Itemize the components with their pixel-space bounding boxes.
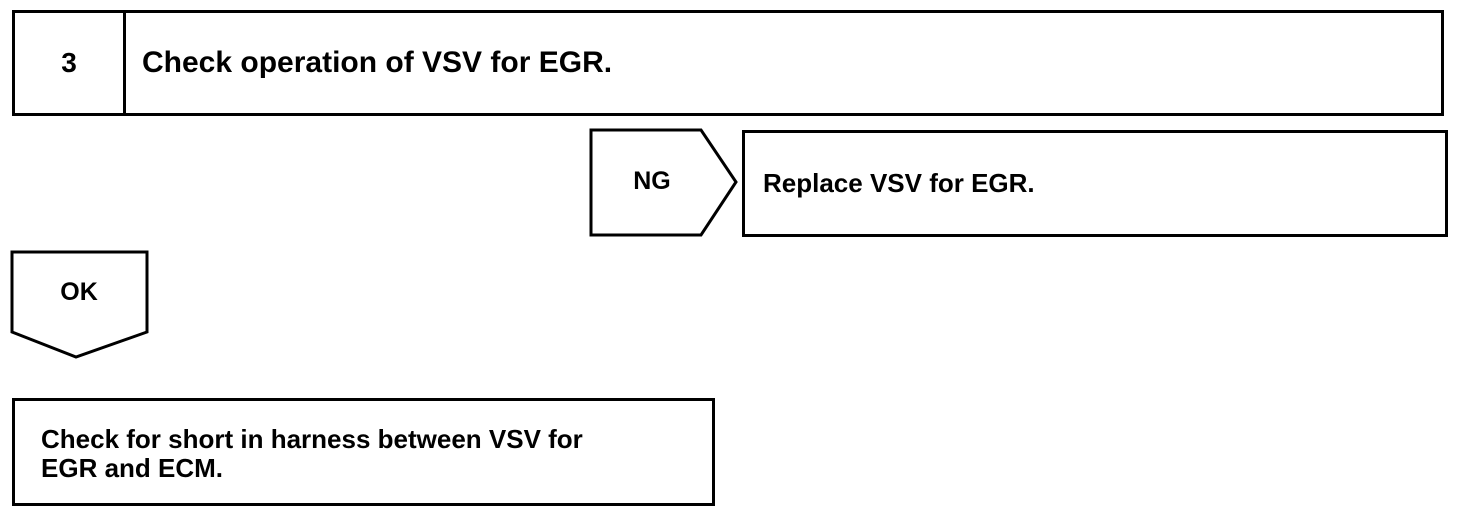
ok-arrow-tag (10, 250, 149, 359)
step-box: 3 Check operation of VSV for EGR. (12, 10, 1444, 116)
step-title: Check operation of VSV for EGR. (142, 46, 613, 79)
ok-label: OK (60, 278, 98, 306)
ng-label: NG (633, 167, 671, 195)
next-step-box: Check for short in harness between VSV f… (12, 398, 715, 506)
ng-action-text: Replace VSV for EGR. (763, 168, 1035, 198)
next-step-line-1: Check for short in harness between VSV f… (41, 424, 583, 454)
step-number: 3 (15, 13, 126, 113)
ng-arrow-tag (589, 128, 738, 237)
ng-result-box: Replace VSV for EGR. (742, 130, 1448, 237)
next-step-line-2: EGR and ECM. (41, 453, 224, 483)
